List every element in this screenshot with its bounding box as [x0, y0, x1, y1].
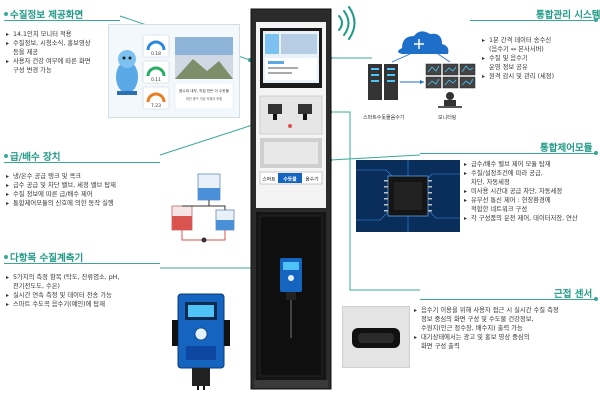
monitoring-label: 모니터링 [438, 115, 457, 121]
section-underline [4, 20, 120, 21]
preview-notice-text: 음수대 내부, 직접 만든 이 수돗물 [179, 88, 230, 93]
water-kiosk-art: 스마트 수돗물 음수기 [250, 8, 332, 390]
section-dot [594, 297, 598, 301]
sensor-device-art [172, 293, 230, 390]
control-section-title: 통합제어모듈 [540, 143, 593, 154]
list-item: 실시간 연속 측정 및 데이터 전송 가능 [6, 291, 166, 300]
metric-value-3: 7.23 [151, 103, 161, 109]
section-dot [4, 12, 8, 16]
section-dot [594, 151, 598, 155]
supply-section-title: 급/배수 장치 [10, 152, 61, 163]
section-dot [4, 255, 8, 259]
list-item: 1분 간격 데이터 송수신(음수기 ↔ 본사서버) [482, 36, 598, 54]
section-underline [4, 162, 160, 163]
server-label: 스마트수돗물음수기 [363, 115, 405, 121]
connector-supply [159, 119, 269, 156]
screen-preview-art: 0.18 0.11 7.23 음수대 내부, 직접 만든 이 수돗물 대전 중구… [109, 25, 239, 117]
connector-control [329, 154, 421, 161]
kiosk-badge-suffix: 음수기 [305, 176, 318, 183]
list-item: 급수/배수 밸브 제어 모듈 탑재 [464, 160, 600, 169]
list-item: 미사용 시간대 공급 차단, 자동세정 [464, 187, 600, 196]
network-illustration-art [368, 31, 476, 108]
sensor-section-title: 다항목 수질계측기 [10, 253, 84, 264]
screen-preview: 0.18 0.11 7.23 음수대 내부, 직접 만든 이 수돗물 대전 중구… [108, 24, 240, 118]
proximity-sensor-image [341, 305, 411, 369]
chip-image-art [356, 160, 460, 232]
list-item: 수질 정보에 따른 급/배수 제어 [6, 190, 166, 199]
sensor-section-list: 5가지의 측정 항목 (탁도, 잔류염소, pH,전기전도도, 수온) 실시간 … [6, 273, 166, 309]
list-item: 원격 감시 및 관리 (세정) [482, 72, 598, 81]
supply-section-list: 냉/온수 공급 탱크 및 콕크 급수 공급 및 차단 밸브, 세정 밸브 탑재 … [6, 172, 166, 208]
network-illustration [362, 26, 480, 122]
proximity-sensor-art [341, 305, 411, 369]
list-item: 급수 공급 및 차단 밸브, 세정 밸브 탑재 [6, 181, 166, 190]
section-underline [4, 263, 160, 264]
metric-value-1: 0.18 [151, 51, 161, 57]
proximity-section-title: 근접 센서 [554, 289, 593, 300]
tank-diagram-art [164, 170, 244, 250]
wireless-signal-icon [338, 6, 356, 40]
section-dot [4, 154, 8, 158]
section-underline [470, 20, 596, 21]
sensor-device-image [168, 290, 238, 390]
water-kiosk: 스마트 수돗물 음수기 [250, 8, 332, 390]
connector-proximity [330, 111, 420, 291]
preview-sub-text: 대전 중구 식당·카페의 조합 [186, 96, 222, 101]
chip-image [356, 160, 460, 232]
kiosk-badge-highlight: 수돗물 [283, 176, 297, 183]
list-item: 각 구성품의 운전 제어, 데이터저장, 연산 [464, 214, 600, 223]
list-item: 5가지의 측정 항목 (탁도, 잔류염소, pH,전기전도도, 수온) [6, 273, 166, 291]
list-item: 수질/설정조건에 따라 공급,차단, 자동세정 [464, 169, 600, 187]
monitor-section-title: 수질정보 제공화면 [10, 10, 84, 21]
control-section-list: 급수/배수 밸브 제어 모듈 탑재 수질/설정조건에 따라 공급,차단, 자동세… [464, 160, 600, 223]
list-item: 스마트 수도꼭 음수기(예인)에 탑재 [6, 300, 166, 309]
list-item: 통합제어모듈의 신호에 의한 동작 실행 [6, 199, 166, 208]
integrated-section-title: 통합관리 시스템 [536, 10, 600, 21]
section-underline [420, 153, 596, 154]
section-dot [594, 18, 598, 22]
list-item: 냉/온수 공급 탱크 및 콕크 [6, 172, 166, 181]
section-underline [420, 299, 596, 300]
kiosk-badge-prefix: 스마트 [262, 176, 276, 183]
list-item: 14.1인치 모니터 적용 [6, 30, 110, 39]
metric-value-2: 0.11 [151, 77, 161, 83]
tank-diagram [164, 170, 244, 250]
